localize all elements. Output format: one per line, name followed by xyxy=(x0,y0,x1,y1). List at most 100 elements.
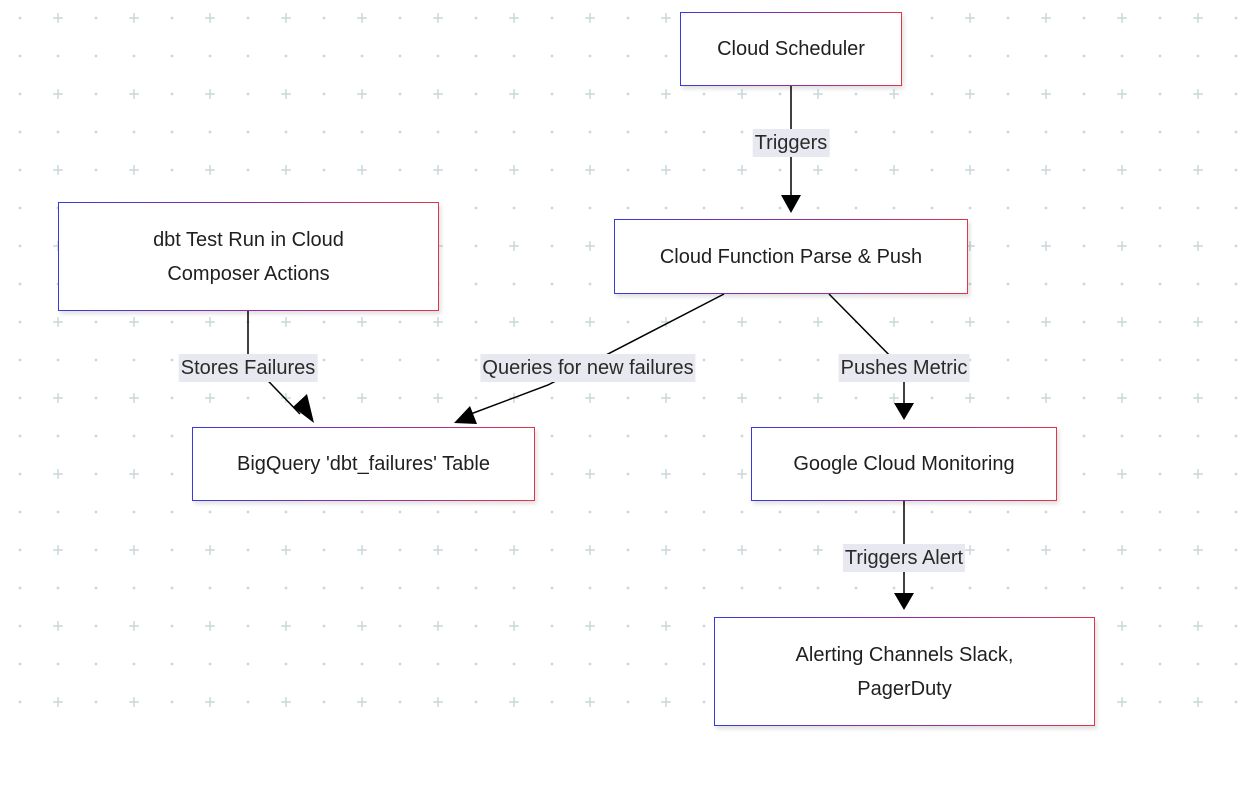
grid-dot xyxy=(94,320,98,324)
grid-dot xyxy=(740,662,744,666)
grid-dot xyxy=(322,92,326,96)
grid-dot xyxy=(816,586,820,590)
grid-dot xyxy=(930,54,934,58)
grid-dot xyxy=(930,206,934,210)
grid-dot xyxy=(1006,16,1010,20)
grid-dot xyxy=(968,282,972,286)
grid-plus-mark xyxy=(129,393,139,403)
grid-plus-mark xyxy=(1041,469,1051,479)
grid-dot xyxy=(1120,282,1124,286)
grid-dot xyxy=(474,206,478,210)
grid-dot xyxy=(702,168,706,172)
grid-dot xyxy=(360,586,364,590)
grid-dot xyxy=(474,700,478,704)
node-cloud-function[interactable]: Cloud Function Parse & Push xyxy=(614,219,968,294)
edge-label-stores-failures: Stores Failures xyxy=(178,354,318,382)
grid-dot xyxy=(550,586,554,590)
grid-dot xyxy=(930,320,934,324)
edge-function-to-bigquery-arrowhead xyxy=(454,406,477,424)
grid-dot xyxy=(1044,54,1048,58)
grid-dot xyxy=(550,282,554,286)
grid-dot xyxy=(930,92,934,96)
grid-dot xyxy=(1234,54,1238,58)
grid-plus-mark xyxy=(1193,545,1203,555)
grid-dot xyxy=(550,700,554,704)
grid-plus-mark xyxy=(357,393,367,403)
grid-dot xyxy=(778,92,782,96)
grid-dot xyxy=(778,168,782,172)
grid-dot xyxy=(512,54,516,58)
grid-plus-mark xyxy=(129,545,139,555)
grid-plus-mark xyxy=(509,545,519,555)
grid-dot xyxy=(246,168,250,172)
grid-dot xyxy=(436,282,440,286)
grid-dot xyxy=(1044,510,1048,514)
grid-dot xyxy=(1044,282,1048,286)
grid-dot xyxy=(550,244,554,248)
grid-dot xyxy=(170,700,174,704)
grid-plus-mark xyxy=(357,89,367,99)
grid-dot xyxy=(1158,244,1162,248)
node-alerting-channels[interactable]: Alerting Channels Slack, PagerDuty xyxy=(714,617,1095,726)
grid-dot xyxy=(1158,16,1162,20)
grid-plus-mark xyxy=(737,393,747,403)
grid-dot xyxy=(1006,510,1010,514)
grid-dot xyxy=(208,510,212,514)
grid-dot xyxy=(1158,320,1162,324)
grid-dot xyxy=(1120,662,1124,666)
grid-dot xyxy=(284,510,288,514)
node-cloud-monitoring[interactable]: Google Cloud Monitoring xyxy=(751,427,1057,501)
grid-dot xyxy=(626,586,630,590)
grid-dot xyxy=(398,624,402,628)
grid-plus-mark xyxy=(281,317,291,327)
grid-dot xyxy=(550,472,554,476)
grid-dot xyxy=(398,510,402,514)
grid-dot xyxy=(588,510,592,514)
grid-dot xyxy=(1158,624,1162,628)
grid-plus-mark xyxy=(1193,89,1203,99)
grid-dot xyxy=(854,168,858,172)
grid-dot xyxy=(816,206,820,210)
grid-dot xyxy=(626,434,630,438)
grid-plus-mark xyxy=(585,393,595,403)
grid-dot xyxy=(1234,700,1238,704)
grid-dot xyxy=(1082,434,1086,438)
node-dbt-test-run[interactable]: dbt Test Run in Cloud Composer Actions xyxy=(58,202,439,311)
edge-label-queries: Queries for new failures xyxy=(480,354,696,382)
grid-plus-mark xyxy=(129,165,139,175)
grid-plus-mark xyxy=(433,393,443,403)
grid-dot xyxy=(474,320,478,324)
grid-dot xyxy=(1196,358,1200,362)
grid-dot xyxy=(18,700,22,704)
grid-dot xyxy=(246,510,250,514)
grid-dot xyxy=(18,472,22,476)
grid-plus-mark xyxy=(965,165,975,175)
grid-dot xyxy=(550,548,554,552)
grid-dot xyxy=(550,510,554,514)
grid-dot xyxy=(1006,358,1010,362)
node-bigquery-table[interactable]: BigQuery 'dbt_failures' Table xyxy=(192,427,535,501)
grid-dot xyxy=(246,548,250,552)
grid-dot xyxy=(94,54,98,58)
grid-dot xyxy=(56,586,60,590)
grid-dot xyxy=(740,586,744,590)
grid-plus-mark xyxy=(53,697,63,707)
grid-dot xyxy=(512,510,516,514)
grid-dot xyxy=(1196,282,1200,286)
grid-plus-mark xyxy=(813,165,823,175)
grid-dot xyxy=(170,130,174,134)
grid-dot xyxy=(550,168,554,172)
grid-dot xyxy=(588,586,592,590)
grid-dot xyxy=(512,206,516,210)
grid-dot xyxy=(702,206,706,210)
grid-dot xyxy=(94,662,98,666)
grid-dot xyxy=(436,130,440,134)
grid-dot xyxy=(322,320,326,324)
grid-dot xyxy=(854,586,858,590)
grid-plus-mark xyxy=(661,469,671,479)
node-cloud-scheduler[interactable]: Cloud Scheduler xyxy=(680,12,902,86)
grid-dot xyxy=(18,548,22,552)
grid-dot xyxy=(550,662,554,666)
grid-dot xyxy=(626,472,630,476)
